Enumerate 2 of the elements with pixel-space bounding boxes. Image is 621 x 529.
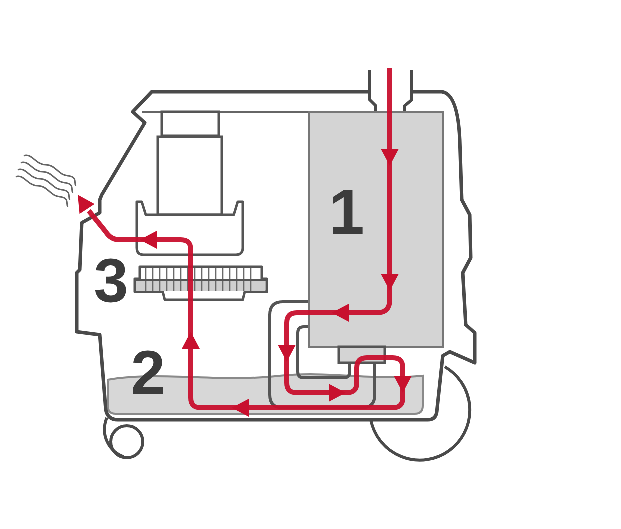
callout-number: 3 xyxy=(94,250,128,313)
callout-number: 1 xyxy=(329,180,365,244)
